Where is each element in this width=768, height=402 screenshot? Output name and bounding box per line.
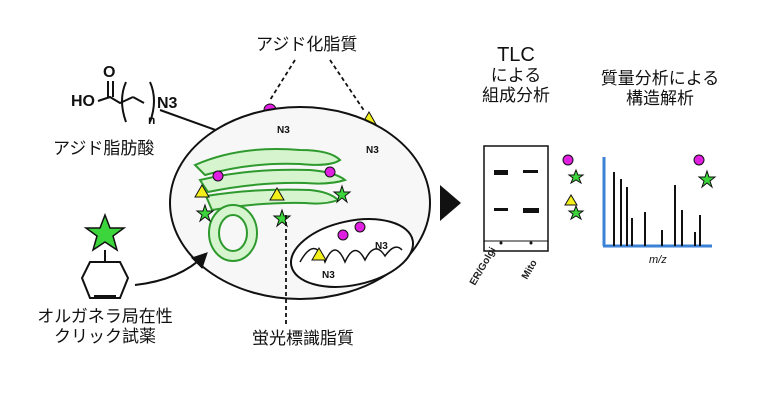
click-reagent-label-line2: クリック試薬 bbox=[54, 326, 156, 347]
ms-title-line2: 構造解析 bbox=[626, 88, 694, 109]
er-golgi-organelle bbox=[193, 148, 348, 262]
n3-tag-4: N3 bbox=[322, 270, 335, 281]
tlc-plate bbox=[483, 145, 549, 252]
arrow-reagent-to-cell bbox=[134, 252, 208, 286]
chem-o: O bbox=[103, 64, 116, 81]
chem-n3: N3 bbox=[157, 95, 178, 112]
click-reagent-label: オルガネラ局在性 クリック試薬 bbox=[20, 307, 190, 347]
azide-lipid-label: アジド化脂質 bbox=[256, 35, 358, 55]
n3-tag-2: N3 bbox=[366, 145, 379, 156]
azide-fatty-acid-structure bbox=[97, 81, 155, 123]
tlc-side-lipids bbox=[562, 154, 585, 221]
azide-fatty-acid-label: アジド脂肪酸 bbox=[53, 139, 155, 159]
tlc-title-line3: 組成分析 bbox=[482, 85, 550, 106]
chem-n: n bbox=[148, 113, 156, 127]
azide-lipid-dashed-lines bbox=[269, 59, 366, 113]
fluorescent-lipid-label: 蛍光標識脂質 bbox=[252, 329, 354, 349]
cell-lipids bbox=[194, 166, 366, 261]
tlc-title-line2: による bbox=[490, 66, 542, 86]
ms-title-line1: 質量分析による bbox=[600, 69, 720, 89]
click-reagent-label-line1: オルガネラ局在性 bbox=[37, 307, 173, 327]
ms-title: 質量分析による 構造解析 bbox=[585, 69, 735, 109]
mass-spectrum bbox=[602, 154, 717, 248]
chem-ho: HO bbox=[71, 93, 95, 110]
tlc-title: TLC による 組成分析 bbox=[466, 44, 566, 106]
n3-tag-3: N3 bbox=[375, 241, 388, 252]
mz-axis-label: m/z bbox=[649, 254, 667, 266]
fluorophore-stars-in-cell bbox=[195, 184, 352, 228]
click-reagent-structure bbox=[80, 212, 130, 299]
n3-tag-1: N3 bbox=[277, 125, 290, 136]
tlc-title-line1: TLC bbox=[497, 44, 535, 66]
play-triangle-icon bbox=[440, 185, 461, 221]
